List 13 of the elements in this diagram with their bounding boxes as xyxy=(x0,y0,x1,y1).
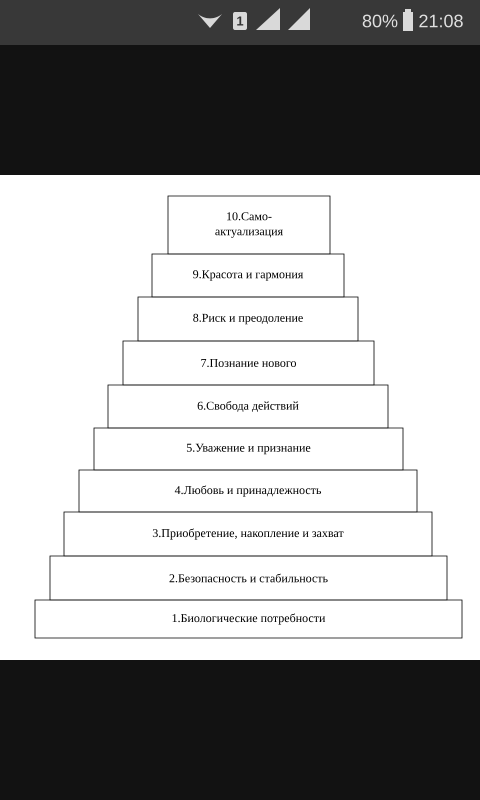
pyramid-step: 4.Любовь и принадлежность xyxy=(78,470,418,512)
pyramid-step: 8.Риск и преодоление xyxy=(138,296,358,342)
pyramid-step: 10.Само- актуализация xyxy=(168,196,330,254)
pyramid-step: 3.Приобретение, накопление и захват xyxy=(64,512,432,556)
pyramid-step: 6.Свобода действий xyxy=(108,384,388,428)
pyramid-step: 9.Красота и гармония xyxy=(152,254,344,298)
status-text: 21:08 xyxy=(419,14,463,28)
pyramid-step: 1.Биологические потребности xyxy=(34,600,462,638)
sim-badge: 1 xyxy=(233,12,247,30)
pyramid-step: 5.Уважение и признание xyxy=(94,428,404,470)
status-text: 80% xyxy=(362,14,398,28)
pyramid-step: 2.Безопасность и стабильность xyxy=(50,556,448,600)
pyramid-step: 7.Познание нового xyxy=(122,340,374,386)
